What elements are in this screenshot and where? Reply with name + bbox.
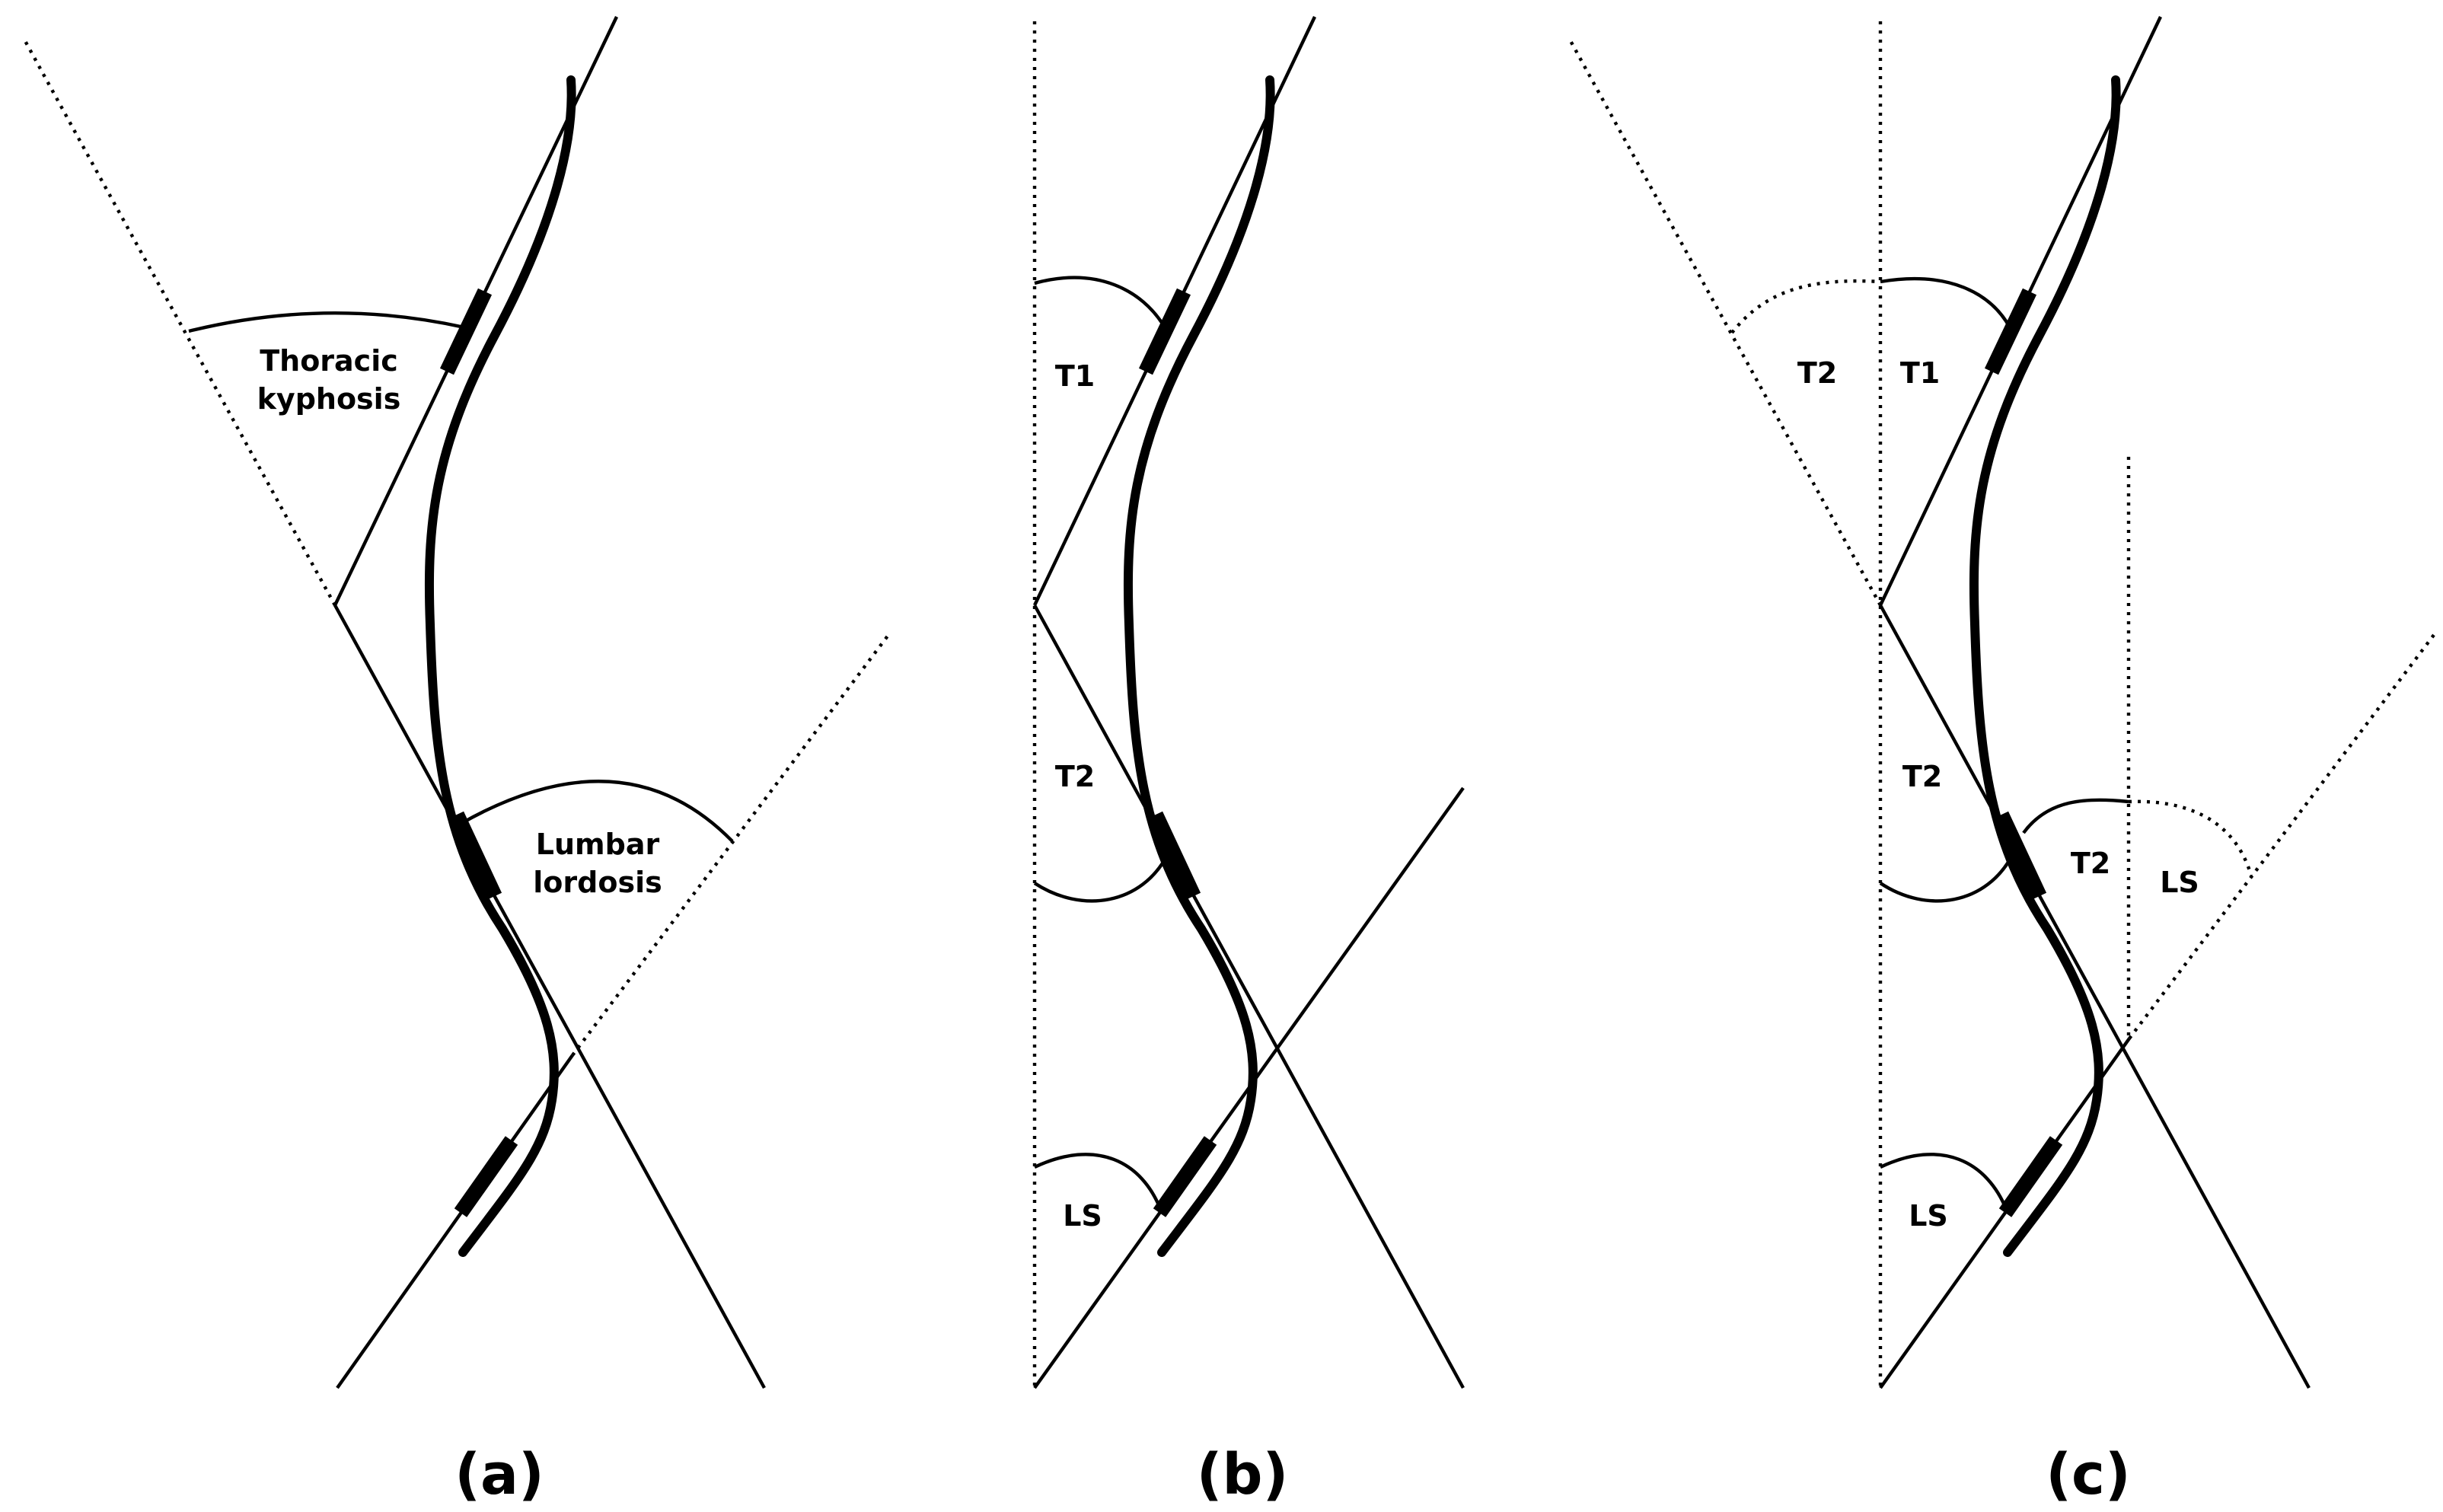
lower-tangent-line — [336, 1054, 574, 1389]
ls-right-dotted-arc — [2128, 799, 2253, 876]
panel-a: Thoracic kyphosis Lumbar lordosis (a) — [23, 16, 892, 1507]
lower-plate — [1153, 1136, 1217, 1217]
panel-a-caption: (a) — [454, 1442, 544, 1507]
ls-angle-label: LS — [1909, 1199, 1948, 1233]
spine-curve — [1969, 75, 2121, 1257]
middle-tangent-line — [333, 604, 766, 1389]
panel-b: T1 T2 LS (b) — [1032, 16, 1465, 1507]
t2-angle-label: T2 — [1902, 760, 1942, 793]
upper-plate — [1138, 288, 1191, 375]
thoracic-kyphosis-arc — [188, 311, 465, 333]
t1-angle-arc — [1034, 276, 1166, 329]
ls-right-angle-label: LS — [2160, 866, 2199, 899]
t2-angle-arc — [1033, 852, 1170, 903]
t2-right-angle-label: T2 — [2071, 847, 2110, 880]
middle-tangent-line — [1033, 604, 1465, 1389]
middle-plate — [1994, 811, 2047, 900]
panel-b-caption: (b) — [1197, 1442, 1289, 1507]
lower-plate — [1998, 1136, 2063, 1217]
panel-c-caption: (c) — [2046, 1442, 2131, 1507]
thoracic-kyphosis-label-line2: kyphosis — [257, 382, 401, 416]
t2-angle-label: T2 — [1055, 760, 1095, 793]
t2-outer-dotted-arc — [1730, 279, 1881, 334]
lumbar-lordosis-arc — [459, 780, 734, 843]
spine-curve — [1123, 75, 1275, 1257]
lower-reference-dotted-line — [2128, 630, 2438, 1040]
lumbar-lordosis-label-line1: Lumbar — [536, 828, 660, 861]
panel-c: T2 T1 T2 T2 LS LS (c) — [1568, 16, 2438, 1507]
upper-reference-dotted-line — [23, 38, 336, 607]
middle-tangent-line — [1879, 604, 2311, 1389]
lower-reference-dotted-line — [571, 630, 892, 1057]
t1-angle-label: T1 — [1055, 359, 1095, 393]
middle-plate — [449, 811, 502, 900]
upper-reference-dotted-line — [1568, 38, 1882, 607]
lumbar-lordosis-label-line2: lordosis — [533, 866, 662, 899]
thoracic-kyphosis-label-line1: Thoracic — [260, 344, 398, 378]
lower-plate — [454, 1136, 518, 1217]
ls-angle-arc — [1880, 1153, 2009, 1211]
ls-angle-label: LS — [1063, 1199, 1102, 1233]
upper-plate — [1984, 288, 2037, 375]
t1-angle-label: T1 — [1900, 356, 1940, 390]
t2-outer-angle-label: T2 — [1797, 356, 1837, 390]
upper-plate — [439, 288, 493, 375]
ls-angle-arc — [1034, 1153, 1163, 1211]
spine-curve — [424, 75, 576, 1257]
t2-angle-arc — [1879, 852, 2015, 903]
t2-right-angle-arc — [2022, 798, 2129, 834]
lower-tangent-line — [1879, 1037, 2131, 1389]
middle-plate — [1148, 811, 1201, 900]
t1-angle-arc — [1880, 276, 2011, 329]
